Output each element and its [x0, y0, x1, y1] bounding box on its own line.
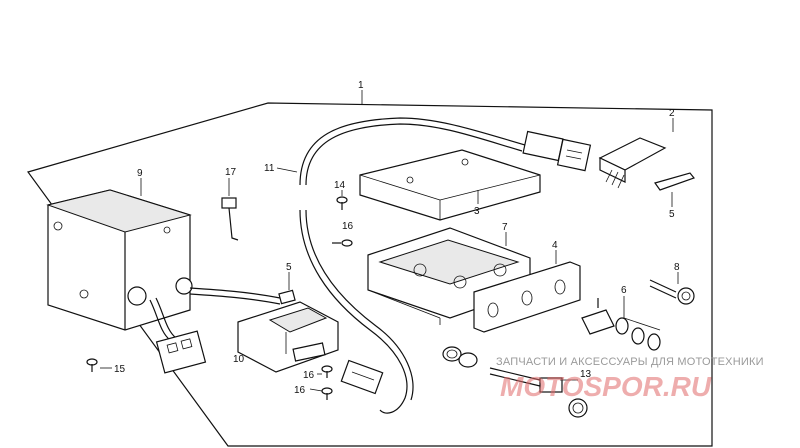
watermark-logo: MOTOSPOR.RU — [500, 371, 712, 402]
plate-4 — [473, 261, 581, 333]
callout-17: 17 — [225, 167, 237, 178]
main-wire-harness — [299, 117, 526, 186]
switch-plate-10 — [237, 301, 339, 373]
callout-4: 4 — [552, 240, 558, 251]
assembly-frame — [27, 102, 713, 447]
connector-box-side — [155, 330, 207, 374]
callout-5-right: 5 — [669, 209, 675, 220]
callout-16-lower: 16 — [294, 385, 306, 396]
callout-14: 14 — [334, 180, 346, 191]
callout-16-mid: 16 — [303, 370, 315, 381]
callout-10: 10 — [233, 354, 245, 365]
harness-connector-lower — [340, 359, 384, 395]
callout-13: 13 — [580, 369, 592, 380]
callout-11: 11 — [264, 163, 275, 174]
callout-1: 1 — [358, 80, 364, 91]
clip-17 — [221, 197, 239, 241]
harness-connector — [522, 130, 592, 172]
control-box-9 — [46, 189, 193, 331]
callout-15: 15 — [114, 364, 126, 375]
callout-7: 7 — [502, 222, 508, 233]
callout-9: 9 — [137, 168, 143, 179]
screw-16-lower-b — [321, 387, 333, 400]
screw-14 — [336, 196, 348, 210]
watermark-tagline: ЗАПЧАСТИ И АКСЕССУАРЫ ДЛЯ МОТОТЕХНИКИ — [496, 356, 764, 368]
lamp-socket-13 — [442, 346, 588, 418]
screw-16-lower-a — [321, 365, 333, 378]
callout-16-upper: 16 — [342, 221, 354, 232]
callout-6: 6 — [621, 285, 627, 296]
connector-2 — [598, 137, 667, 189]
indicator-lamp-8 — [649, 279, 695, 305]
bracket-5 — [654, 172, 695, 191]
callout-3: 3 — [474, 206, 480, 217]
callout-2: 2 — [669, 108, 675, 119]
bracket-5-lower — [278, 289, 296, 305]
switch-6 — [581, 296, 661, 351]
bracket-3 — [359, 149, 541, 221]
callout-8: 8 — [674, 262, 680, 273]
screw-16-upper — [332, 239, 353, 247]
callout-5-left: 5 — [286, 262, 292, 273]
screw-15 — [86, 358, 98, 372]
